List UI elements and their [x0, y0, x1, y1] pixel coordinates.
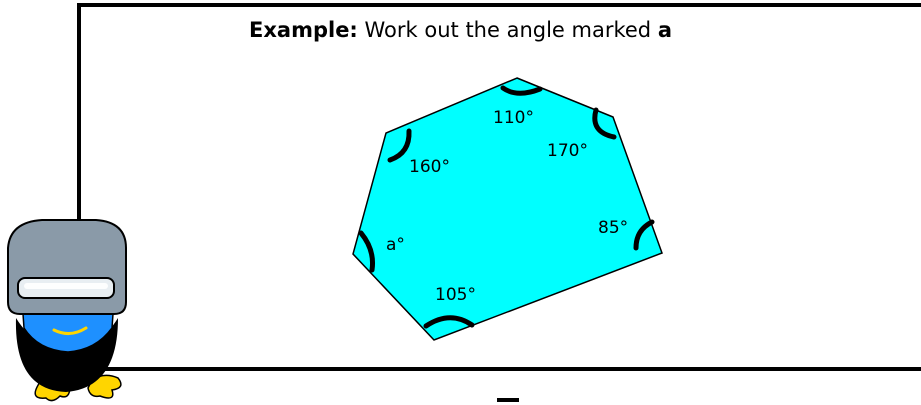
robot-visor-shine	[24, 283, 108, 289]
angle-label-top: 110°	[493, 108, 534, 128]
angle-arc-left	[358, 230, 375, 273]
angle-label-left: a°	[386, 235, 405, 255]
angle-arc-top	[500, 85, 543, 96]
hexagon-shape	[352, 77, 663, 341]
angle-label-right: 85°	[598, 218, 628, 238]
text-cursor-marker	[497, 398, 519, 402]
robot-mascot-icon	[7, 219, 127, 402]
angle-arc-right	[633, 219, 655, 251]
angle-arc-upper-left	[387, 128, 412, 163]
robot-helmet	[7, 219, 127, 315]
angle-label-upper-left: 160°	[409, 157, 450, 177]
angle-arc-bottom	[423, 315, 475, 329]
title-variable: a	[657, 18, 672, 42]
robot-right-foot	[87, 374, 122, 399]
robot-beard	[15, 318, 118, 392]
angle-label-bottom: 105°	[435, 285, 476, 305]
robot-smile	[52, 326, 88, 335]
angle-label-top-right: 170°	[547, 141, 588, 161]
title-prefix: Example:	[249, 18, 358, 42]
slide-title: Example: Work out the angle marked a	[0, 18, 921, 42]
title-text: Work out the angle marked	[357, 18, 658, 42]
angle-arc-top-right	[592, 107, 617, 140]
